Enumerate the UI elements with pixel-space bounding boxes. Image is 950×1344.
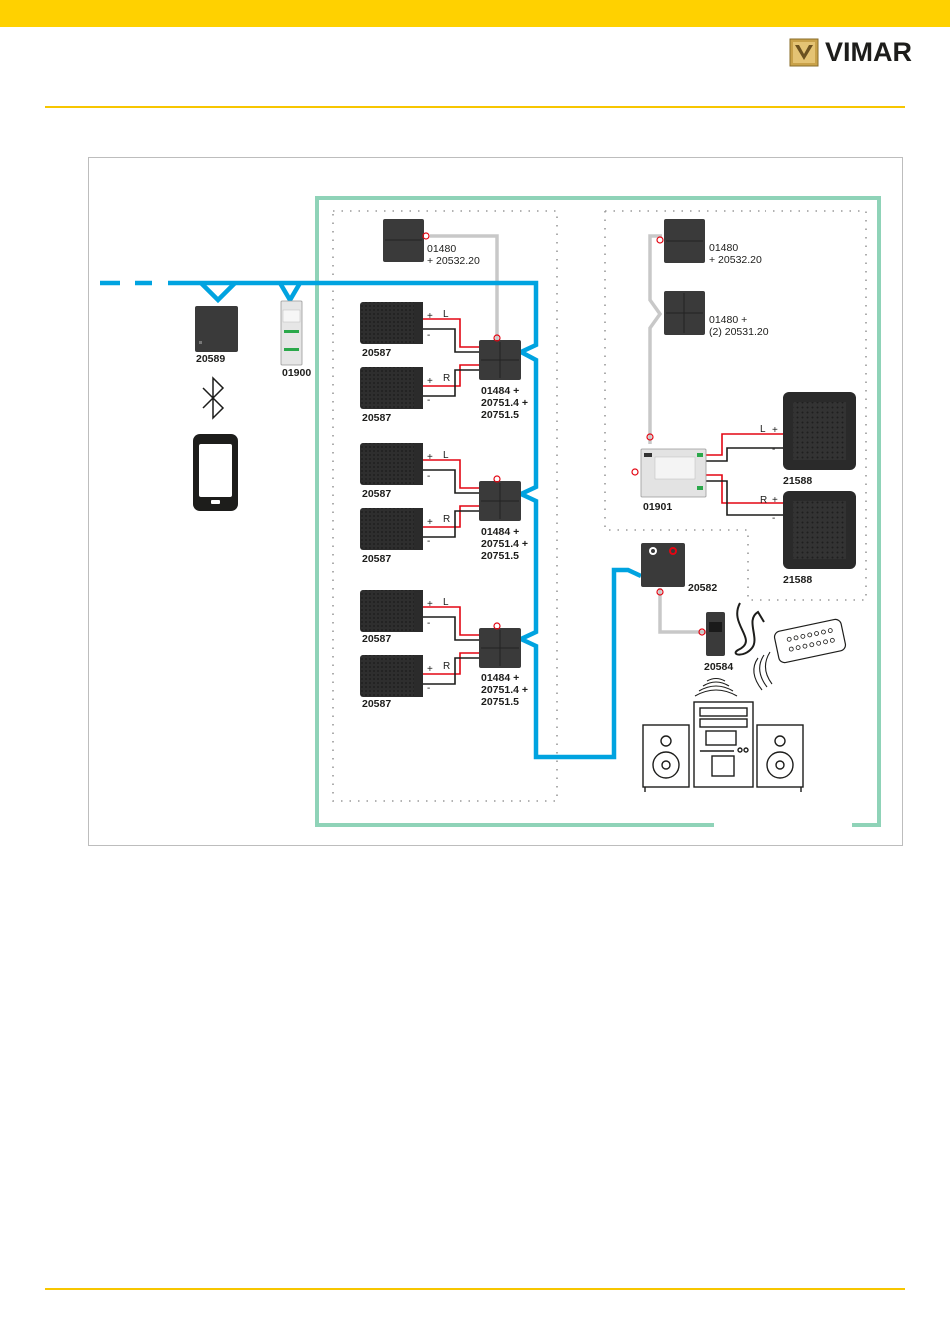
svg-text:-: - — [427, 683, 430, 694]
label-speaker-6: 20587 — [362, 698, 391, 710]
wifi-icon — [695, 679, 737, 697]
svg-text:01484 +: 01484 + — [481, 385, 519, 397]
device-20584 — [699, 612, 725, 656]
label-20532-left: + 20532.20 — [427, 255, 480, 267]
svg-text:20751.5: 20751.5 — [481, 550, 519, 562]
hifi-stereo-icon — [643, 702, 803, 792]
svg-text:01484 +: 01484 + — [481, 672, 519, 684]
svg-text:01484 +: 01484 + — [481, 526, 519, 538]
svg-text:+: + — [772, 425, 778, 436]
label-2-20531: (2) 20531.20 — [709, 326, 769, 338]
label-speaker-5: 20587 — [362, 633, 391, 645]
svg-text:L: L — [760, 424, 766, 435]
svg-text:-: - — [772, 513, 775, 524]
label-speaker-4: 20587 — [362, 553, 391, 565]
label-01900: 01900 — [282, 367, 311, 379]
svg-text:R: R — [760, 495, 767, 506]
svg-text:R: R — [443, 661, 450, 672]
svg-text:+: + — [427, 517, 433, 528]
svg-text:L: L — [443, 309, 449, 320]
device-01901 — [632, 434, 706, 497]
svg-text:-: - — [427, 536, 430, 547]
svg-text:+: + — [427, 452, 433, 463]
label-20582: 20582 — [688, 582, 717, 594]
smartphone-icon — [193, 434, 238, 511]
svg-text:20751.4 +: 20751.4 + — [481, 684, 528, 696]
svg-text:20751.4 +: 20751.4 + — [481, 397, 528, 409]
label-speaker-3: 20587 — [362, 488, 391, 500]
speaker-wires — [423, 319, 790, 684]
svg-text:R: R — [443, 514, 450, 525]
svg-text:-: - — [772, 444, 775, 455]
svg-text:L: L — [443, 597, 449, 608]
svg-text:-: - — [427, 330, 430, 341]
label-20584: 20584 — [704, 661, 733, 673]
svg-text:+: + — [427, 664, 433, 675]
label-speaker-1: 20587 — [362, 347, 391, 359]
svg-text:L: L — [443, 450, 449, 461]
label-01480-left: 01480 — [427, 243, 456, 255]
svg-text:+: + — [427, 376, 433, 387]
svg-text:+: + — [427, 311, 433, 322]
keypad-01480-right — [657, 219, 705, 263]
svg-text:20751.5: 20751.5 — [481, 409, 519, 421]
label-speaker-2: 20587 — [362, 412, 391, 424]
svg-text:20751.5: 20751.5 — [481, 696, 519, 708]
svg-text:R: R — [443, 373, 450, 384]
ir-waves-icon — [754, 652, 772, 690]
label-20532-right: + 20532.20 — [709, 254, 762, 266]
keypad-01480-2x20531 — [664, 291, 705, 335]
remote-control-icon — [773, 618, 846, 663]
label-01480-right: 01480 — [709, 242, 738, 254]
jack-cable-icon — [736, 603, 764, 655]
svg-text:-: - — [427, 618, 430, 629]
svg-text:+: + — [427, 599, 433, 610]
svg-text:-: - — [427, 395, 430, 406]
keypad-01480-left — [383, 219, 429, 262]
label-01901: 01901 — [643, 501, 672, 513]
svg-text:20751.4 +: 20751.4 + — [481, 538, 528, 550]
label-20589: 20589 — [196, 353, 225, 365]
label-21588-b: 21588 — [783, 574, 812, 586]
svg-text:-: - — [427, 471, 430, 482]
device-20582 — [641, 543, 685, 595]
bluetooth-icon — [203, 378, 223, 418]
device-20589 — [195, 306, 238, 352]
device-01900 — [281, 301, 302, 365]
svg-text:+: + — [772, 495, 778, 506]
label-01480-plus: 01480 + — [709, 314, 747, 326]
room-left-dotted — [333, 211, 557, 801]
label-21588-a: 21588 — [783, 475, 812, 487]
